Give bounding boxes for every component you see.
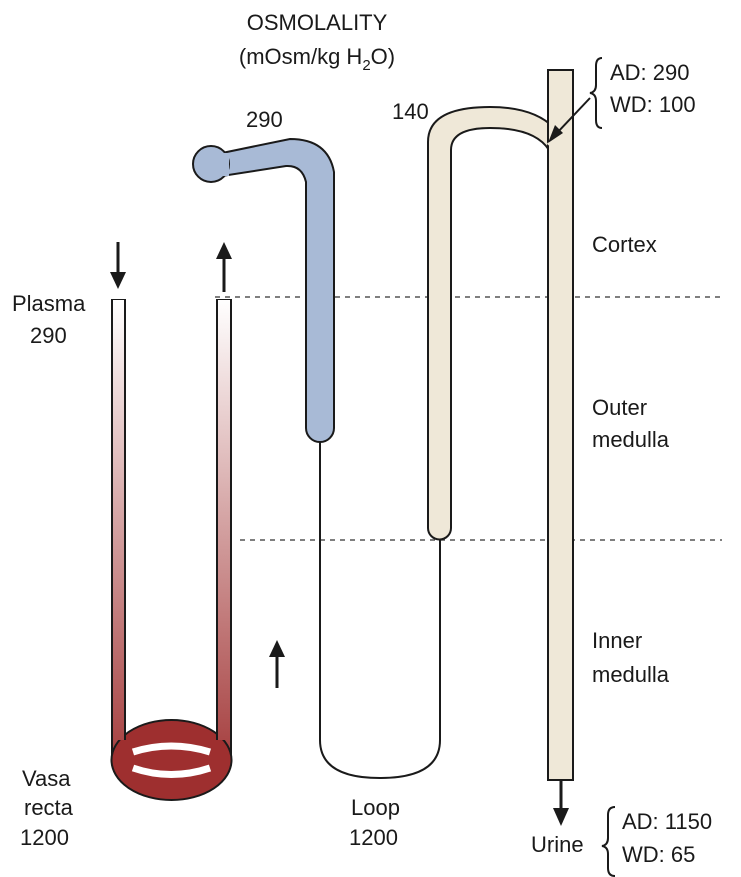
inflow-brace (589, 57, 603, 129)
urine-label: Urine (531, 832, 584, 857)
loop-label: Loop (351, 795, 400, 820)
plasma-label: Plasma (12, 291, 86, 316)
proximal-tubule-body (221, 137, 335, 443)
inflow-ad-value: AD: 290 (610, 60, 690, 85)
zone-inner-medulla-label-2: medulla (592, 662, 670, 687)
vasa-recta-down-arrow (110, 242, 126, 289)
urine-outflow-arrow (553, 780, 569, 826)
vasa-recta-loop-band-upper (131, 742, 212, 756)
thin-loop-of-henle (319, 442, 441, 780)
zone-outer-medulla-label-2: medulla (592, 427, 670, 452)
units-prefix: (mOsm/kg H (239, 44, 362, 69)
vasa-recta-up-arrow (216, 242, 232, 292)
urine-ad-value: AD: 1150 (622, 809, 712, 834)
header-title: OSMOLALITY (247, 10, 388, 35)
units-subscript: 2 (362, 57, 370, 74)
plasma-value: 290 (30, 323, 67, 348)
inflow-wd-value: WD: 100 (610, 92, 696, 117)
vasa-recta-value: 1200 (20, 825, 69, 850)
vasa-recta-label-1: Vasa (22, 766, 71, 791)
zone-inner-medulla-label-1: Inner (592, 628, 642, 653)
zone-outer-medulla-label-1: Outer (592, 395, 647, 420)
vasa-recta-loop-band-lower (131, 764, 212, 778)
loop-value: 1200 (349, 825, 398, 850)
urine-wd-value: WD: 65 (622, 842, 695, 867)
vasa-recta-loop-outer (110, 719, 233, 801)
distal-tubule (427, 105, 565, 541)
proximal-tubule (192, 137, 335, 443)
header-units: (mOsm/kg H2O) (239, 44, 395, 74)
vasa-recta-lumen-left (113, 300, 124, 740)
units-suffix: O) (371, 44, 395, 69)
vasa-recta (110, 299, 233, 801)
vasa-recta-label-2: recta (24, 795, 74, 820)
collecting-duct-inflow-arrow (548, 97, 591, 143)
urine-brace (601, 806, 616, 877)
zone-cortex-label: Cortex (592, 232, 657, 257)
loop-up-arrow (269, 640, 285, 688)
distal-osmolality-value: 140 (392, 99, 429, 124)
proximal-osmolality-value: 290 (246, 107, 283, 132)
collecting-duct (547, 69, 574, 781)
vasa-recta-lumen-right (218, 300, 230, 740)
